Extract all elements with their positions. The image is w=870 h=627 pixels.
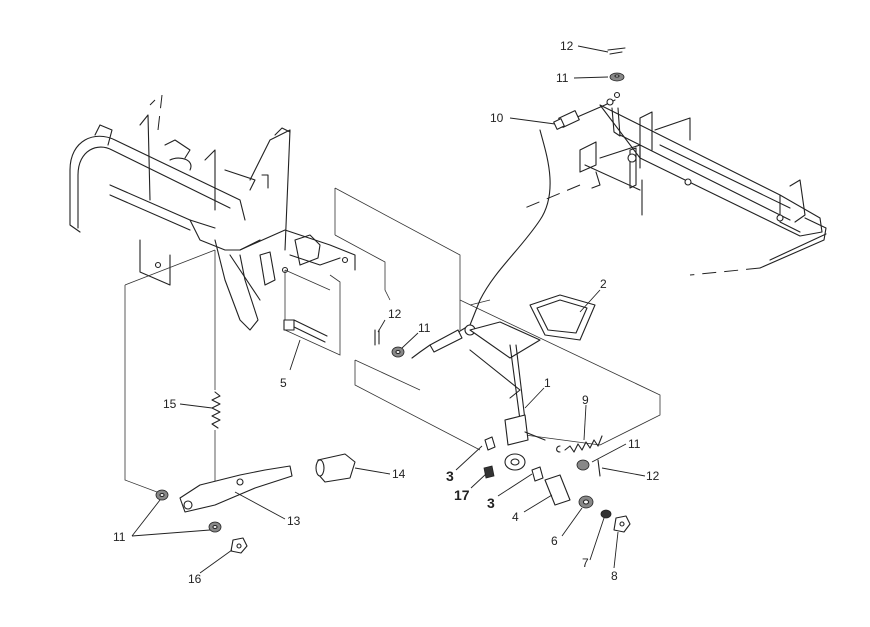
callout-12-top: 12	[560, 39, 574, 53]
callout-12-mid: 12	[388, 307, 402, 321]
callout-11-mid: 11	[418, 321, 431, 335]
spring-15	[211, 391, 221, 429]
callout-3-upper: 3	[446, 468, 454, 484]
callout-11-right: 11	[628, 437, 641, 451]
callout-8: 8	[611, 569, 618, 583]
callout-1: 1	[544, 376, 551, 390]
callout-15: 15	[163, 397, 177, 411]
callout-16: 16	[188, 572, 202, 586]
callout-9: 9	[582, 393, 589, 407]
hardware-parts	[283, 319, 631, 533]
callout-6: 6	[551, 534, 558, 548]
callout-10: 10	[490, 111, 504, 125]
axle-frame-assembly	[519, 104, 827, 276]
callout-11-left: 11	[113, 530, 126, 544]
callout-2: 2	[600, 277, 607, 291]
callout-4: 4	[512, 510, 519, 524]
assembly-outline	[124, 187, 661, 496]
callout-labels: 12 11 10 2 12 11 5 1 9 15 11 12 3 17 3 1…	[113, 39, 660, 586]
cable	[411, 98, 616, 359]
callout-3-lower: 3	[487, 495, 495, 511]
leader-lines	[131, 45, 646, 574]
lever-assembly	[155, 453, 356, 554]
spring-9	[556, 435, 603, 453]
callout-11-top: 11	[556, 71, 569, 85]
callout-12-right: 12	[646, 469, 660, 483]
callout-13: 13	[287, 514, 301, 528]
main-frame	[69, 94, 356, 331]
callout-7: 7	[582, 556, 589, 570]
callout-5: 5	[280, 376, 287, 390]
top-pin-washer	[607, 47, 626, 99]
callout-14: 14	[392, 467, 406, 481]
pedal-arm	[469, 294, 596, 446]
callout-17: 17	[454, 487, 470, 503]
